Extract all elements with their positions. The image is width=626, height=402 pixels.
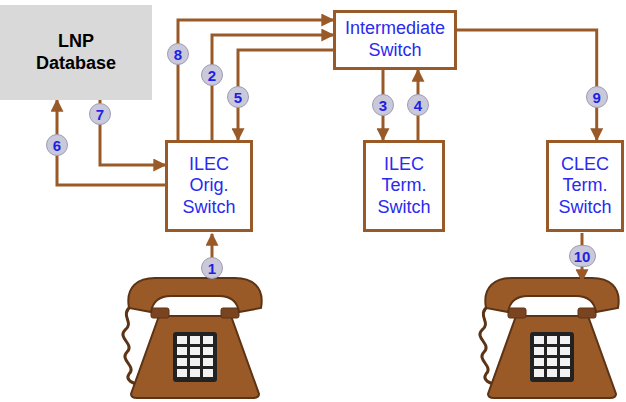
callout-number: 9 bbox=[593, 90, 601, 105]
callout-number: 6 bbox=[53, 138, 61, 153]
callout-badge: 3 bbox=[372, 94, 394, 116]
callout-number: 3 bbox=[379, 98, 387, 113]
node-label: ILEC Orig. Switch bbox=[182, 154, 235, 219]
switch-box: ILEC Orig. Switch bbox=[165, 140, 253, 232]
callout-badge: 5 bbox=[227, 86, 249, 108]
callout-number: 7 bbox=[96, 107, 104, 122]
callout-badge: 2 bbox=[201, 64, 223, 86]
callout-badge: 10 bbox=[569, 245, 596, 267]
callout-number: 4 bbox=[414, 98, 422, 113]
node-label: CLEC Term. Switch bbox=[558, 154, 611, 219]
telephone-icon bbox=[123, 278, 262, 398]
callout-number: 1 bbox=[208, 261, 216, 276]
callout-badge: 1 bbox=[201, 257, 223, 279]
telephone-icon bbox=[480, 278, 619, 398]
node-label: ILEC Term. Switch bbox=[377, 154, 430, 219]
database-box: LNP Database bbox=[0, 5, 152, 100]
callout-number: 2 bbox=[208, 68, 216, 83]
node-label: LNP Database bbox=[36, 31, 116, 74]
callout-badge: 7 bbox=[89, 103, 111, 125]
signal-arrow bbox=[57, 100, 165, 185]
signal-arrow bbox=[238, 50, 333, 140]
signal-arrow bbox=[212, 35, 333, 140]
signal-arrow bbox=[178, 20, 333, 140]
callout-number: 10 bbox=[574, 249, 591, 264]
switch-box: CLEC Term. Switch bbox=[546, 140, 624, 232]
switch-box: Intermediate Switch bbox=[333, 10, 457, 70]
node-label: Intermediate Switch bbox=[345, 18, 445, 61]
callout-badge: 4 bbox=[407, 94, 429, 116]
switch-box: ILEC Term. Switch bbox=[363, 140, 445, 232]
callout-badge: 8 bbox=[167, 43, 189, 65]
callout-number: 8 bbox=[174, 47, 182, 62]
callout-badge: 6 bbox=[46, 134, 68, 156]
callout-badge: 9 bbox=[586, 86, 608, 108]
signal-arrow bbox=[457, 30, 597, 140]
callout-number: 5 bbox=[234, 90, 242, 105]
